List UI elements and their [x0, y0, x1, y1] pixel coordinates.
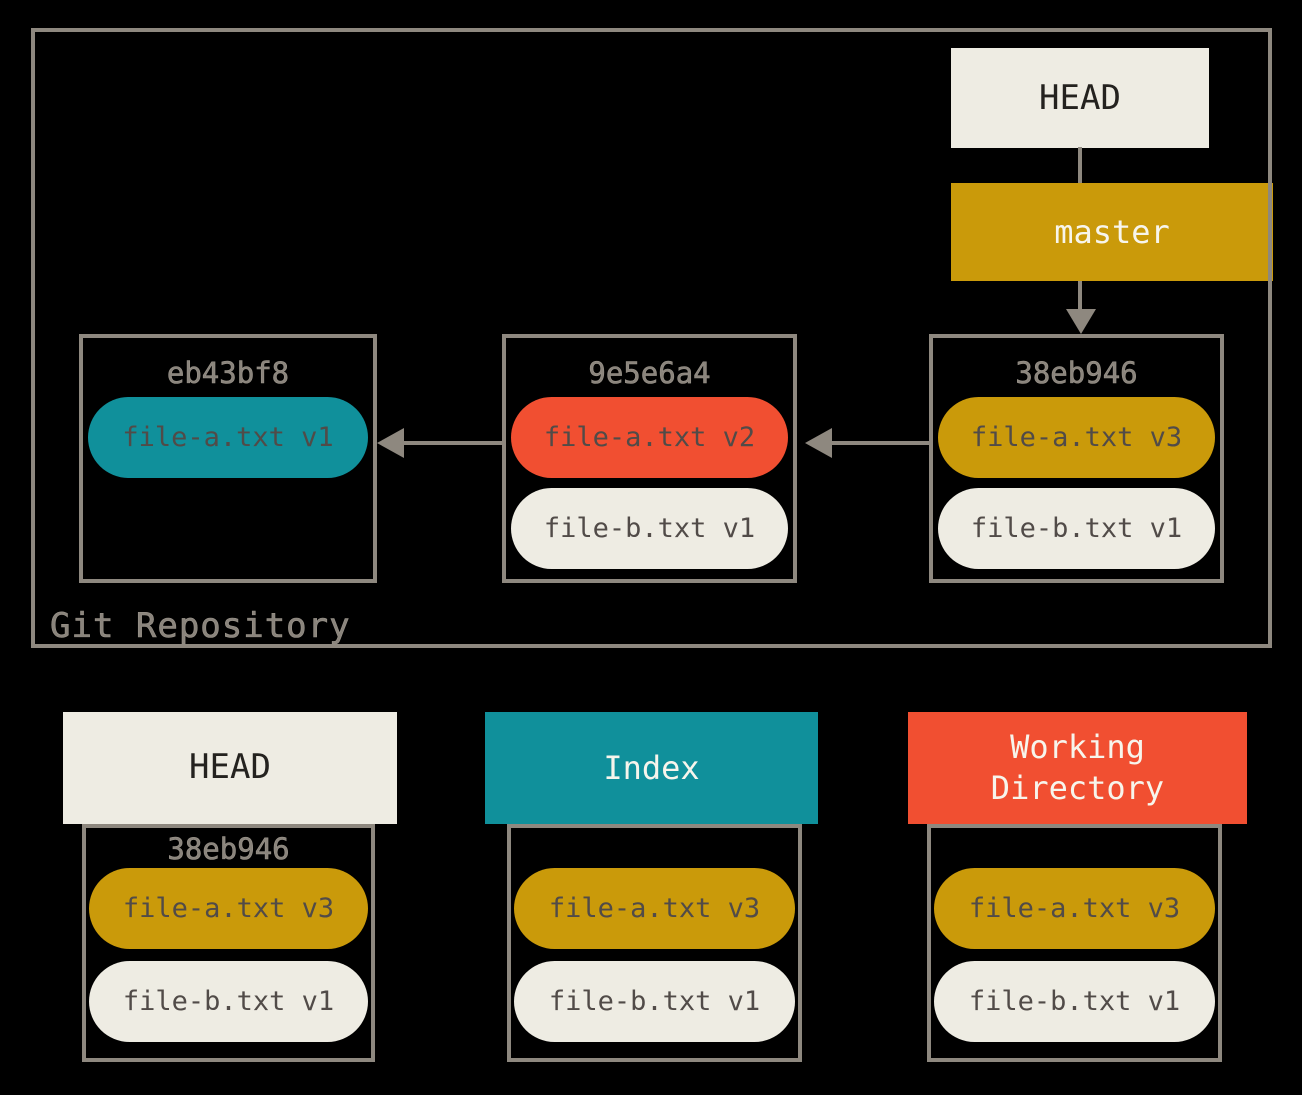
- file-pill: file-b.txt v1: [934, 961, 1215, 1042]
- commit-box-9e5e6a4: 9e5e6a4 file-a.txt v2 file-b.txt v1: [502, 334, 797, 583]
- file-pill: file-b.txt v1: [89, 961, 368, 1042]
- area-box-working-directory: file-a.txt v3 file-b.txt v1: [927, 824, 1222, 1062]
- file-pill: file-a.txt v3: [938, 397, 1215, 478]
- area-box-index: file-a.txt v3 file-b.txt v1: [507, 824, 802, 1062]
- head-pointer-box: HEAD: [951, 48, 1209, 148]
- file-pill: file-b.txt v1: [938, 488, 1215, 569]
- area-header-head: HEAD: [63, 712, 397, 824]
- connector-head-to-master: [1078, 147, 1082, 184]
- arrowhead-38eb946-to-9e5e6a4-icon: [805, 428, 832, 458]
- arrow-line-9e5e6a4-to-eb43bf8: [404, 441, 502, 445]
- file-pill: file-a.txt v1: [88, 397, 368, 478]
- arrowhead-9e5e6a4-to-eb43bf8-icon: [377, 428, 404, 458]
- arrow-line-38eb946-to-9e5e6a4: [832, 441, 929, 445]
- commit-box-eb43bf8: eb43bf8 file-a.txt v1: [79, 334, 377, 583]
- area-header-label: Working Directory: [990, 728, 1165, 807]
- file-pill: file-a.txt v3: [89, 868, 368, 949]
- head-pointer-label: HEAD: [1039, 78, 1121, 118]
- master-branch-label: master: [1054, 213, 1170, 251]
- commit-hash: 38eb946: [1015, 356, 1138, 391]
- file-pill: file-a.txt v3: [934, 868, 1215, 949]
- file-pill: file-a.txt v3: [514, 868, 795, 949]
- file-pill: file-a.txt v2: [511, 397, 788, 478]
- area-box-head: 38eb946 file-a.txt v3 file-b.txt v1: [82, 824, 375, 1062]
- file-pill: file-b.txt v1: [514, 961, 795, 1042]
- arrowhead-master-to-commit-icon: [1066, 309, 1096, 334]
- area-header-working-directory: Working Directory: [908, 712, 1247, 824]
- area-hash: [514, 830, 795, 868]
- area-header-label: HEAD: [189, 747, 271, 788]
- master-branch-box: master: [951, 183, 1273, 281]
- area-hash: 38eb946: [167, 832, 290, 867]
- commit-hash: 9e5e6a4: [588, 356, 711, 391]
- area-header-label: Index: [603, 748, 700, 787]
- commit-hash: eb43bf8: [166, 356, 290, 391]
- area-header-index: Index: [485, 712, 818, 824]
- connector-master-to-commit: [1078, 281, 1082, 311]
- git-repository-box: [31, 28, 1272, 648]
- area-hash: [934, 830, 1215, 868]
- file-pill: file-b.txt v1: [511, 488, 788, 569]
- commit-box-38eb946: 38eb946 file-a.txt v3 file-b.txt v1: [929, 334, 1224, 583]
- git-repository-label: Git Repository: [50, 606, 351, 647]
